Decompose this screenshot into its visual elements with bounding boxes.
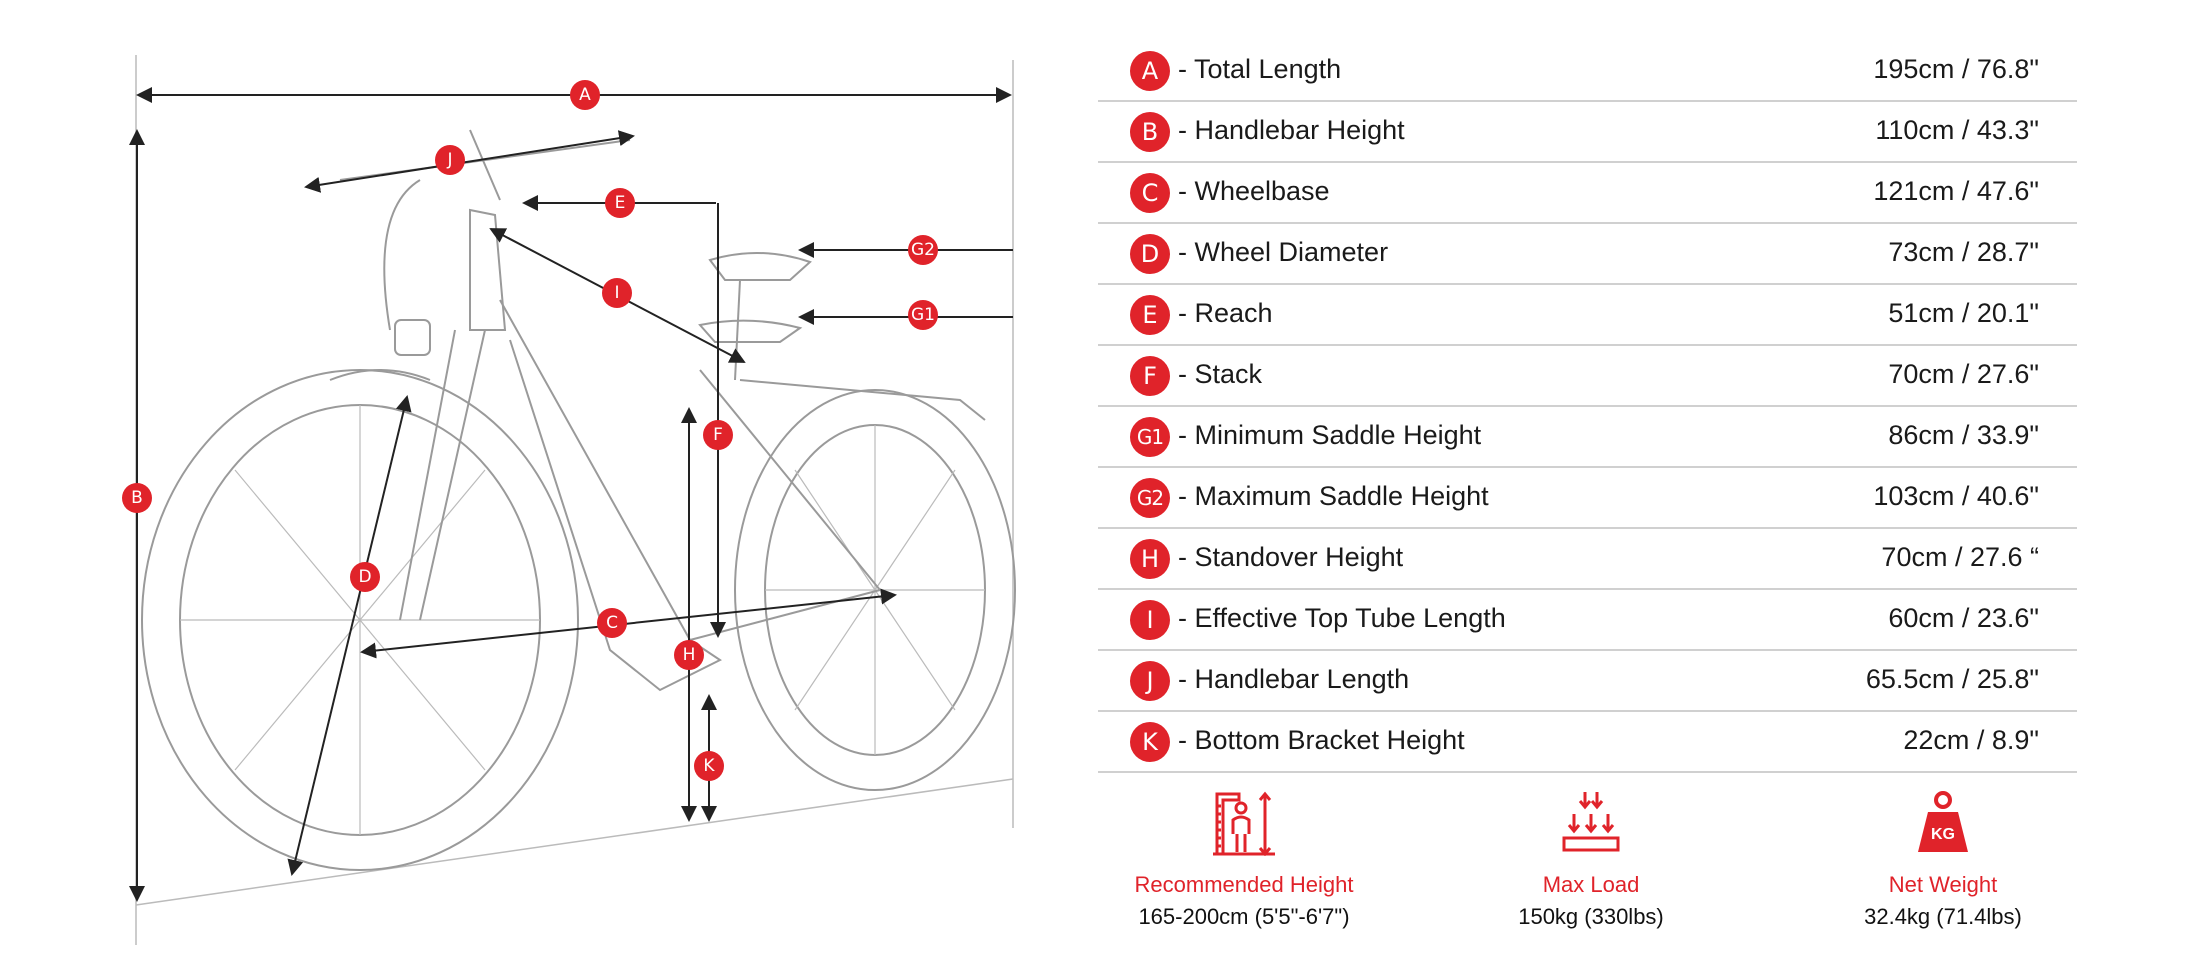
badge-i: I xyxy=(1130,600,1170,640)
spec-label: - Bottom Bracket Height xyxy=(1178,725,1465,755)
feature-recommended-height: Recommended Height 165-200cm (5'5"-6'7") xyxy=(1074,790,1414,930)
spec-row-top-tube-length: I - Effective Top Tube Length 60cm / 23.6" xyxy=(1098,590,2077,651)
spec-row-min-saddle-height: G1 - Minimum Saddle Height 86cm / 33.9" xyxy=(1098,407,2077,468)
svg-text:G1: G1 xyxy=(911,305,935,325)
badge-f: F xyxy=(1130,356,1170,396)
badge-k: K xyxy=(1130,722,1170,762)
svg-text:H: H xyxy=(683,645,696,665)
feature-value: 165-200cm (5'5"-6'7") xyxy=(1138,904,1350,929)
badge-g2: G2 xyxy=(1130,478,1170,518)
badge-e: E xyxy=(1130,295,1170,335)
svg-text:F: F xyxy=(713,425,723,445)
load-arrows-icon xyxy=(1562,792,1620,852)
spec-value: 110cm / 43.3" xyxy=(1875,115,2039,145)
label-e: E xyxy=(605,188,635,218)
dimension-labels: A B C D E F G2 G1 H I J K xyxy=(122,80,938,781)
badge-b: B xyxy=(1130,112,1170,152)
badge-a: A xyxy=(1130,51,1170,91)
label-b: B xyxy=(122,483,152,513)
spec-row-wheel-diameter: D - Wheel Diameter 73cm / 28.7" xyxy=(1098,224,2077,285)
svg-text:G2: G2 xyxy=(911,240,935,260)
svg-text:A: A xyxy=(579,85,591,105)
label-j: J xyxy=(435,145,465,175)
spec-row-stack: F - Stack 70cm / 27.6" xyxy=(1098,346,2077,407)
svg-text:J: J xyxy=(446,150,452,170)
spec-label: - Total Length xyxy=(1178,54,1342,84)
spec-value: 60cm / 23.6" xyxy=(1888,603,2039,633)
kg-weight-icon: KG xyxy=(1918,791,1968,852)
feature-value: 32.4kg (71.4lbs) xyxy=(1864,904,2022,929)
spec-row-total-length: A - Total Length 195cm / 76.8" xyxy=(1098,41,2077,102)
badge-j: J xyxy=(1130,661,1170,701)
svg-text:E: E xyxy=(615,193,626,213)
badge-c: C xyxy=(1130,173,1170,213)
guide-lines xyxy=(135,55,1014,945)
feature-value: 150kg (330lbs) xyxy=(1518,904,1664,929)
spec-value: 73cm / 28.7" xyxy=(1888,237,2039,267)
spec-label: - Maximum Saddle Height xyxy=(1178,481,1489,511)
label-g1: G1 xyxy=(908,300,938,330)
feature-label: Max Load xyxy=(1542,872,1640,897)
dimension-lines xyxy=(129,87,1013,902)
label-g2: G2 xyxy=(908,235,938,265)
badge-h: H xyxy=(1130,539,1170,579)
spec-value: 51cm / 20.1" xyxy=(1888,298,2039,328)
feature-max-load: Max Load 150kg (330lbs) xyxy=(1421,790,1761,930)
spec-row-bottom-bracket-height: K - Bottom Bracket Height 22cm / 8.9" xyxy=(1098,712,2077,773)
spec-value: 121cm / 47.6" xyxy=(1873,176,2039,206)
bike-sketch xyxy=(141,129,1016,871)
spec-label: - Standover Height xyxy=(1178,542,1404,572)
spec-value: 65.5cm / 25.8" xyxy=(1865,664,2039,694)
label-k: K xyxy=(694,751,724,781)
svg-text:C: C xyxy=(606,613,618,633)
bike-geometry-diagram: A B C D E F G2 G1 H I J K xyxy=(122,55,1016,945)
spec-row-reach: E - Reach 51cm / 20.1" xyxy=(1098,285,2077,346)
feature-net-weight: KG Net Weight 32.4kg (71.4lbs) xyxy=(1773,790,2113,930)
label-c: C xyxy=(597,608,627,638)
badge-g1: G1 xyxy=(1130,417,1170,457)
label-i: I xyxy=(602,278,632,308)
label-a: A xyxy=(570,80,600,110)
spec-label: - Reach xyxy=(1178,298,1273,328)
spec-row-handlebar-height: B - Handlebar Height 110cm / 43.3" xyxy=(1098,102,2077,163)
spec-label: - Handlebar Height xyxy=(1178,115,1405,145)
label-h: H xyxy=(674,640,704,670)
spec-label: - Wheel Diameter xyxy=(1178,237,1389,267)
label-d: D xyxy=(350,562,380,592)
kg-icon-text: KG xyxy=(1931,826,1955,843)
spec-row-handlebar-length: J - Handlebar Length 65.5cm / 25.8" xyxy=(1098,651,2077,712)
svg-text:D: D xyxy=(358,567,371,587)
spec-row-max-saddle-height: G2 - Maximum Saddle Height 103cm / 40.6" xyxy=(1098,468,2077,529)
svg-text:B: B xyxy=(131,488,143,508)
spec-value: 70cm / 27.6" xyxy=(1888,359,2039,389)
svg-text:I: I xyxy=(614,283,619,303)
spec-value: 86cm / 33.9" xyxy=(1888,420,2039,450)
spec-label: - Effective Top Tube Length xyxy=(1178,603,1506,633)
spec-label: - Minimum Saddle Height xyxy=(1178,420,1482,450)
label-f: F xyxy=(703,420,733,450)
feature-label: Net Weight xyxy=(1888,872,1998,897)
spec-label: - Stack xyxy=(1178,359,1263,389)
spec-value: 70cm / 27.6 “ xyxy=(1881,542,2039,572)
spec-label: - Handlebar Length xyxy=(1178,664,1410,694)
height-ruler-icon xyxy=(1213,791,1275,856)
feature-label: Recommended Height xyxy=(1134,872,1354,897)
spec-row-wheelbase: C - Wheelbase 121cm / 47.6" xyxy=(1098,163,2077,224)
spec-value: 103cm / 40.6" xyxy=(1873,481,2039,511)
badge-d: D xyxy=(1130,234,1170,274)
svg-text:K: K xyxy=(703,756,715,776)
spec-row-standover-height: H - Standover Height 70cm / 27.6 “ xyxy=(1098,529,2077,590)
spec-value: 22cm / 8.9" xyxy=(1903,725,2039,755)
spec-label: - Wheelbase xyxy=(1178,176,1330,206)
spec-value: 195cm / 76.8" xyxy=(1873,54,2039,84)
